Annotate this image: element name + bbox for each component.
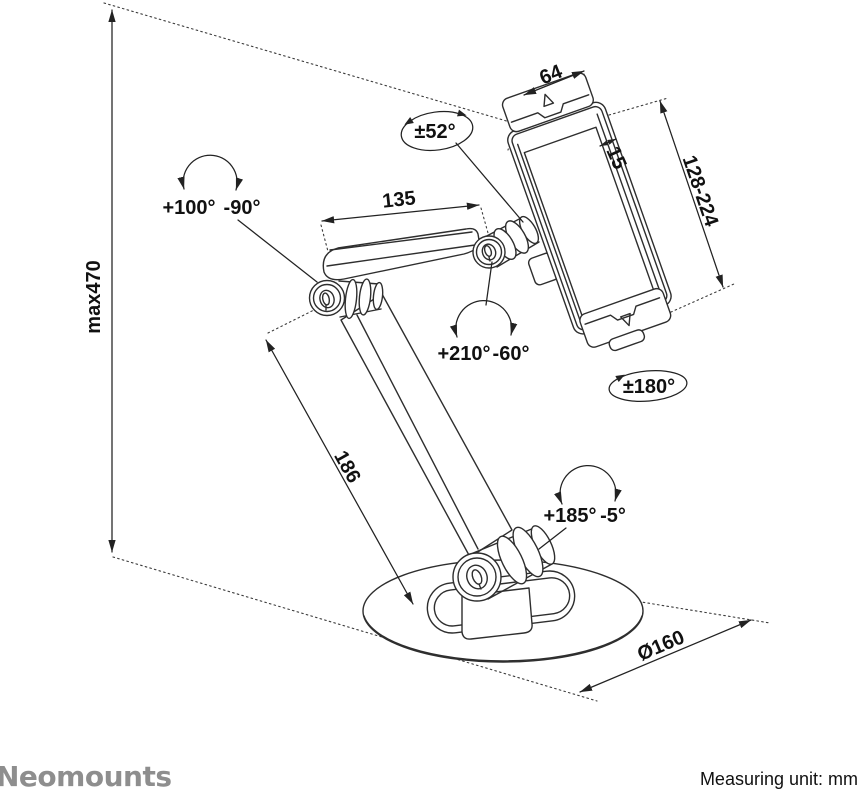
barrel-bottom bbox=[496, 241, 540, 268]
dimension-holder-width bbox=[523, 70, 585, 96]
upper-arm bbox=[322, 227, 481, 281]
rotation-ellipse-holder-tilt bbox=[400, 109, 474, 152]
extension-line-range-bottom bbox=[661, 283, 735, 317]
elbow-band-2 bbox=[358, 278, 372, 316]
extension-line-186-top bbox=[267, 304, 325, 334]
label-base-diameter: Ø160 bbox=[634, 626, 688, 665]
elbow-band-1 bbox=[344, 278, 358, 320]
label-max-height: max470 bbox=[83, 260, 105, 333]
rotation-arc-elbow bbox=[177, 154, 243, 191]
label-base-joint-up: +185° bbox=[543, 505, 596, 527]
dimension-upper-arm bbox=[321, 202, 480, 224]
leader-base-joint bbox=[538, 527, 567, 550]
label-holder-tilt: ±52° bbox=[414, 121, 455, 143]
leader-holder-tilt bbox=[455, 142, 524, 223]
leader-lines bbox=[237, 142, 567, 550]
leader-elbow bbox=[237, 219, 318, 283]
keyhole-icon bbox=[471, 569, 483, 590]
upper-arm-bevel-front bbox=[326, 244, 476, 267]
alignment-arrow-up-icon bbox=[543, 93, 555, 108]
upper-arm-bevel-top bbox=[329, 231, 473, 251]
brand-logo: Neomounts bbox=[0, 760, 172, 789]
measuring-unit-label: Measuring unit: mm bbox=[700, 769, 858, 789]
extension-line-top bbox=[103, 2, 528, 128]
holder-joint-ring bbox=[475, 238, 503, 266]
base-joint bbox=[452, 525, 556, 602]
label-elbow-up: +100° bbox=[162, 197, 215, 219]
dimension-lower-arm bbox=[265, 339, 414, 605]
label-lower-arm: 186 bbox=[329, 447, 364, 487]
elbow-joint bbox=[308, 278, 384, 320]
rotation-ellipse-holder-rotation bbox=[608, 370, 688, 402]
rotation-indicators bbox=[177, 109, 688, 505]
elbow-ring bbox=[312, 283, 342, 313]
upper-arm-body bbox=[322, 227, 481, 281]
leader-holder-joint bbox=[485, 261, 493, 306]
holder-joint-hub bbox=[481, 243, 497, 261]
base-joint-face bbox=[452, 552, 502, 602]
elbow-hub bbox=[319, 289, 335, 309]
rotation-arc-holder-joint bbox=[449, 300, 518, 338]
label-height-range: 128-224 bbox=[678, 153, 723, 230]
holder-pivot-barrel bbox=[480, 215, 540, 268]
base-joint-ring bbox=[457, 557, 497, 597]
bottom-clamp-foot bbox=[608, 329, 646, 352]
top-clamp-step bbox=[510, 94, 590, 123]
elbow-face bbox=[308, 279, 346, 317]
tablet-holder bbox=[501, 72, 672, 352]
holder-joint-face bbox=[472, 235, 506, 269]
lower-arm bbox=[340, 293, 513, 558]
keyhole-icon bbox=[483, 245, 493, 262]
bottom-clamp bbox=[579, 287, 672, 352]
holder-left-rail bbox=[516, 143, 581, 321]
dimension-height-range bbox=[659, 100, 724, 288]
alignment-arrow-down-icon bbox=[619, 312, 631, 327]
elbow-cap bbox=[372, 281, 384, 311]
base-joint-band-1 bbox=[496, 535, 528, 585]
label-upper-arm: 135 bbox=[381, 187, 416, 212]
label-base-joint-down: -5° bbox=[600, 505, 626, 527]
bottom-clamp-step bbox=[584, 297, 661, 325]
extension-line-base-diameter bbox=[628, 599, 771, 624]
label-holder-joint-down: -60° bbox=[493, 343, 530, 365]
extension-line-135-right bbox=[480, 207, 489, 234]
label-holder-rotation: ±180° bbox=[623, 376, 675, 398]
label-holder-joint-up: +210° bbox=[437, 343, 490, 365]
label-elbow-down: -90° bbox=[224, 197, 261, 219]
base-plate bbox=[362, 559, 644, 663]
rotation-arc-base-joint bbox=[554, 464, 622, 505]
dimension-base-diameter bbox=[579, 619, 752, 693]
keyhole-icon bbox=[321, 292, 331, 311]
extension-line-range-top bbox=[608, 97, 669, 116]
elbow-cylinder-top bbox=[338, 280, 380, 285]
dimension-lines bbox=[108, 9, 752, 693]
dimension-holder-depth bbox=[599, 138, 617, 147]
holder-joint bbox=[472, 235, 506, 269]
